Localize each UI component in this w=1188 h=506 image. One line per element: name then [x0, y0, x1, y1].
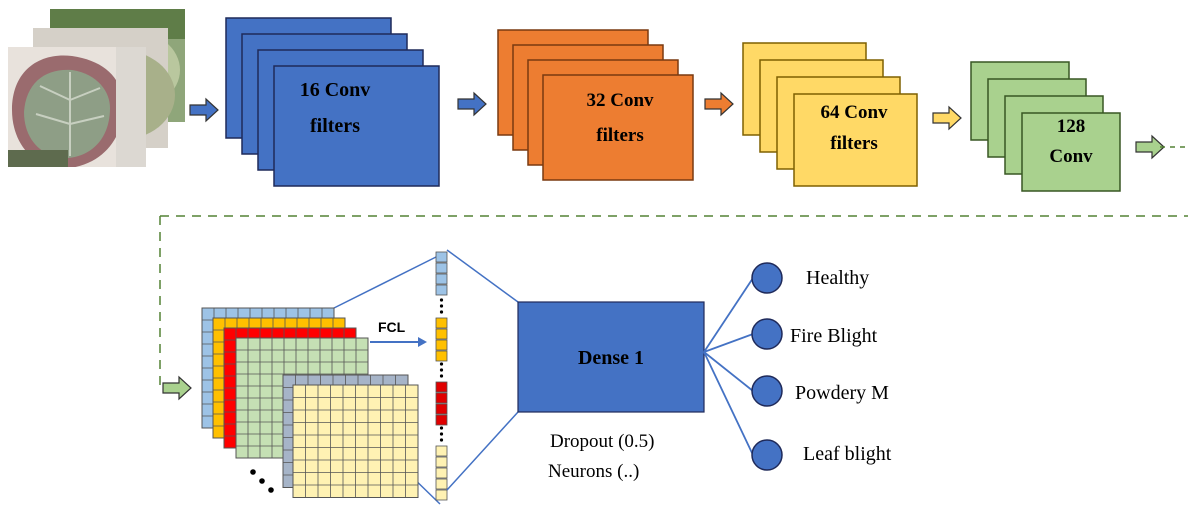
vector-cell	[435, 392, 448, 404]
output-node-2: Fire Blight	[703, 318, 878, 353]
flow-arrow-icon	[457, 91, 487, 117]
output-label: Healthy	[806, 267, 869, 289]
conv-block-label-line1: 64 Conv	[820, 102, 888, 123]
input-leaf-images	[8, 9, 185, 167]
flow-arrow-icon	[932, 105, 962, 131]
output-node-4: Leaf blight	[703, 351, 892, 471]
output-label: Fire Blight	[790, 325, 878, 347]
conv-block-3: 64 Conv filters	[742, 42, 918, 187]
conv-filter-sheet	[542, 74, 694, 181]
output-node-circle	[751, 262, 783, 294]
output-node-circle	[751, 439, 783, 471]
vector-cell	[435, 489, 448, 501]
conv-block-label-line2: filters	[830, 133, 877, 154]
vector-cell	[435, 403, 448, 415]
conv-block-label-line2: filters	[596, 125, 643, 146]
conv-block-label-line2: Conv	[1049, 146, 1093, 167]
vector-cell	[435, 317, 448, 329]
vector-cell	[435, 339, 448, 351]
conv-block-label-line1: 128	[1057, 116, 1086, 137]
flattened-vector	[435, 251, 448, 501]
pipeline-arrows	[162, 91, 1165, 401]
output-node-1: Healthy	[703, 262, 869, 353]
vector-cell	[435, 273, 448, 285]
vector-cell	[435, 467, 448, 479]
output-node-3: Powdery M	[703, 351, 889, 407]
conv-block-label-line1: 16 Conv	[300, 79, 371, 101]
fcl-label: FCL	[378, 319, 406, 335]
vector-cell	[435, 350, 448, 362]
flow-arrow-icon	[189, 97, 219, 123]
flow-arrow-icon	[704, 91, 734, 117]
output-node-circle	[751, 318, 783, 350]
dashed-connector	[159, 146, 1188, 390]
output-node-circle	[751, 375, 783, 407]
ellipsis-dots	[250, 469, 274, 493]
feature-map-illustration: FCL	[201, 251, 448, 505]
conv-block-2: 32 Conv filters	[497, 29, 694, 181]
dense-label: Dense 1	[578, 347, 644, 369]
vector-cell	[435, 328, 448, 340]
output-label: Powdery M	[795, 382, 889, 404]
conv-blocks: 16 Conv filters 32 Conv filters 64 Conv filte…	[225, 17, 1121, 192]
conv-block-1: 16 Conv filters	[225, 17, 440, 187]
vector-cell	[435, 414, 448, 426]
vector-cell	[435, 251, 448, 263]
conv-block-label-line2: filters	[310, 115, 360, 137]
vector-cell	[435, 381, 448, 393]
dropout-label: Dropout (0.5)	[550, 431, 654, 452]
fcl-arrow	[370, 337, 427, 347]
vector-cell	[435, 445, 448, 457]
vector-cell	[435, 284, 448, 296]
feature-map-cream	[292, 384, 419, 498]
conv-filter-sheet	[793, 93, 918, 187]
vector-cell	[435, 456, 448, 468]
flow-arrow-icon	[1135, 134, 1165, 160]
neurons-label: Neurons (..)	[548, 461, 639, 482]
conv-filter-sheet	[273, 65, 440, 187]
dense-box	[517, 301, 705, 413]
output-label: Leaf blight	[803, 443, 892, 465]
flow-arrow-icon	[162, 375, 192, 401]
dense-layer: Dense 1 Dropout (0.5) Neurons (..)	[446, 249, 705, 491]
conv-block-label-line1: 32 Conv	[586, 90, 654, 111]
vector-cell	[435, 478, 448, 490]
conv-filter-sheet	[1021, 112, 1121, 192]
vector-cell	[435, 262, 448, 274]
